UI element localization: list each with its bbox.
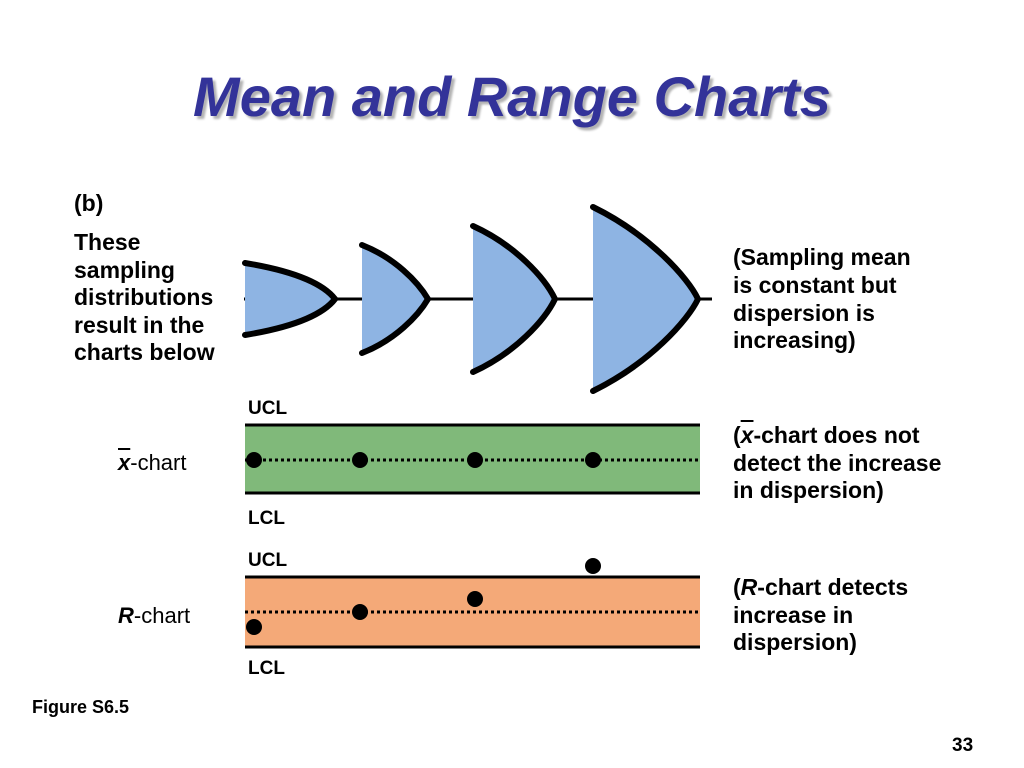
r-sample-point-1 bbox=[246, 619, 262, 635]
distribution-2-fill bbox=[362, 245, 428, 353]
slide-title: Mean and Range Charts bbox=[193, 65, 831, 128]
xbar-note-line-2: detect the increase bbox=[733, 450, 942, 476]
xbar-note-rest: -chart does not bbox=[753, 422, 920, 448]
xbar-note-symbol: x bbox=[740, 422, 754, 448]
left-text-line: distributions bbox=[74, 284, 214, 310]
xbar-chart-label: x-chart bbox=[118, 450, 187, 476]
r-note-rest: -chart detects bbox=[757, 574, 909, 600]
r-lcl-label: LCL bbox=[248, 658, 285, 679]
r-sample-point-3 bbox=[467, 591, 483, 607]
left-text-line: result in the bbox=[74, 312, 205, 338]
xbar-note-line-1: (x-chart does not bbox=[733, 422, 920, 450]
page-number: 33 bbox=[952, 735, 974, 756]
distribution-4-curve bbox=[590, 204, 702, 394]
distribution-3-fill bbox=[473, 226, 555, 372]
distribution-3-curve bbox=[470, 223, 559, 375]
r-note-prefix: ( bbox=[733, 574, 741, 600]
r-sample-point-4 bbox=[585, 558, 601, 574]
xbar-sample-point-4 bbox=[585, 452, 601, 468]
left-text-line: charts below bbox=[74, 339, 215, 365]
panel-label: (b) bbox=[74, 190, 104, 216]
r-ucl-label: UCL bbox=[248, 550, 288, 571]
note-line: (Sampling mean bbox=[733, 244, 911, 270]
xbar-sample-point-3 bbox=[467, 452, 483, 468]
note-line: increasing) bbox=[733, 327, 856, 353]
xbar-symbol: x bbox=[118, 450, 131, 475]
xbar-chart-suffix: -chart bbox=[130, 450, 187, 475]
distribution-1-curve bbox=[242, 260, 339, 338]
r-symbol: R bbox=[118, 603, 134, 628]
xbar-note-line-3: in dispersion) bbox=[733, 477, 884, 503]
r-chart-suffix: -chart bbox=[133, 603, 191, 628]
note-line: is constant but bbox=[733, 272, 897, 298]
note-line: dispersion is bbox=[733, 300, 875, 326]
r-note-line-1: (R-chart detects bbox=[733, 574, 908, 602]
xbar-sample-point-2 bbox=[352, 452, 368, 468]
xbar-ucl-label: UCL bbox=[248, 398, 288, 419]
left-text-line: sampling bbox=[74, 257, 175, 283]
r-chart-label: R-chart bbox=[118, 603, 190, 629]
r-note-symbol: R bbox=[740, 574, 758, 600]
distribution-4-fill bbox=[593, 207, 698, 391]
r-note-line-2: increase in bbox=[733, 602, 854, 628]
r-note-line-3: dispersion) bbox=[733, 629, 857, 655]
distribution-1-fill bbox=[245, 263, 335, 335]
xbar-lcl-label: LCL bbox=[248, 508, 285, 529]
xbar-sample-point-1 bbox=[246, 452, 262, 468]
figure-caption: Figure S6.5 bbox=[32, 697, 130, 717]
r-sample-point-2 bbox=[352, 604, 368, 620]
xbar-note-prefix: ( bbox=[733, 422, 741, 448]
distribution-2-curve bbox=[359, 242, 432, 356]
left-text-line: These bbox=[74, 229, 141, 255]
